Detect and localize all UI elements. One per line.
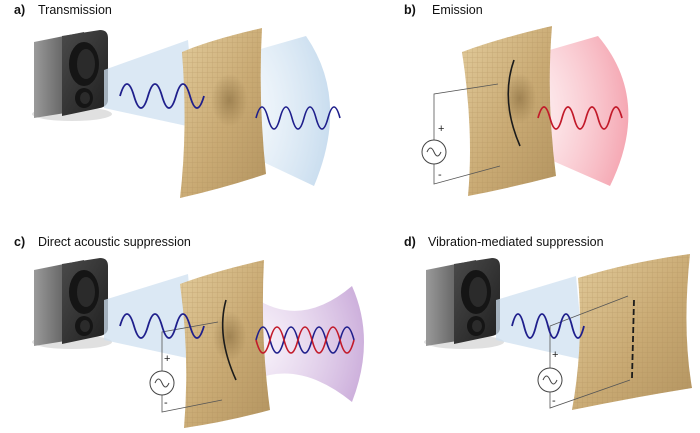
minus-sign: - (438, 169, 442, 181)
speaker-icon (32, 30, 112, 121)
minus-sign: - (552, 395, 556, 407)
speaker-icon (424, 258, 504, 349)
speaker-icon (32, 258, 112, 349)
panel-c-title: Direct acoustic suppression (38, 235, 191, 249)
panel-d: d) Vibration-mediated suppression + - (404, 235, 692, 410)
plus-sign: + (164, 353, 170, 365)
panel-d-title: Vibration-mediated suppression (428, 235, 604, 249)
panel-b: b) Emission + - (404, 3, 629, 196)
panel-d-letter: d) (404, 235, 416, 249)
panel-b-letter: b) (404, 3, 416, 17)
sound-cone-icon (104, 274, 196, 360)
panel-c-letter: c) (14, 235, 25, 249)
panel-b-title: Emission (432, 3, 483, 17)
fabric-icon (180, 28, 266, 198)
panel-a-letter: a) (14, 3, 25, 17)
fabric-icon (572, 254, 692, 410)
sound-wave-icon (255, 326, 355, 354)
panel-a: a) Transmission (14, 3, 341, 198)
sound-wave-icon (255, 106, 341, 130)
sound-wave-icon (511, 313, 585, 339)
ac-source-icon (149, 370, 175, 396)
panel-a-title: Transmission (38, 3, 112, 17)
sound-wave-icon (119, 313, 205, 339)
sound-wave-icon (255, 326, 355, 354)
plus-sign: + (552, 349, 558, 361)
plus-sign: + (438, 123, 444, 135)
minus-sign: - (164, 397, 168, 409)
ac-source-icon (421, 139, 447, 165)
panel-c: c) Direct acoustic suppression + - (14, 235, 364, 428)
ac-source-icon (537, 367, 563, 393)
fabric-icon (462, 26, 556, 196)
fabric-icon (180, 260, 270, 428)
sound-wave-icon (119, 83, 205, 109)
sound-cone-icon (496, 276, 584, 360)
sound-cone-icon (252, 286, 364, 402)
sound-wave-icon (537, 106, 623, 130)
sound-cone-icon (104, 40, 196, 128)
